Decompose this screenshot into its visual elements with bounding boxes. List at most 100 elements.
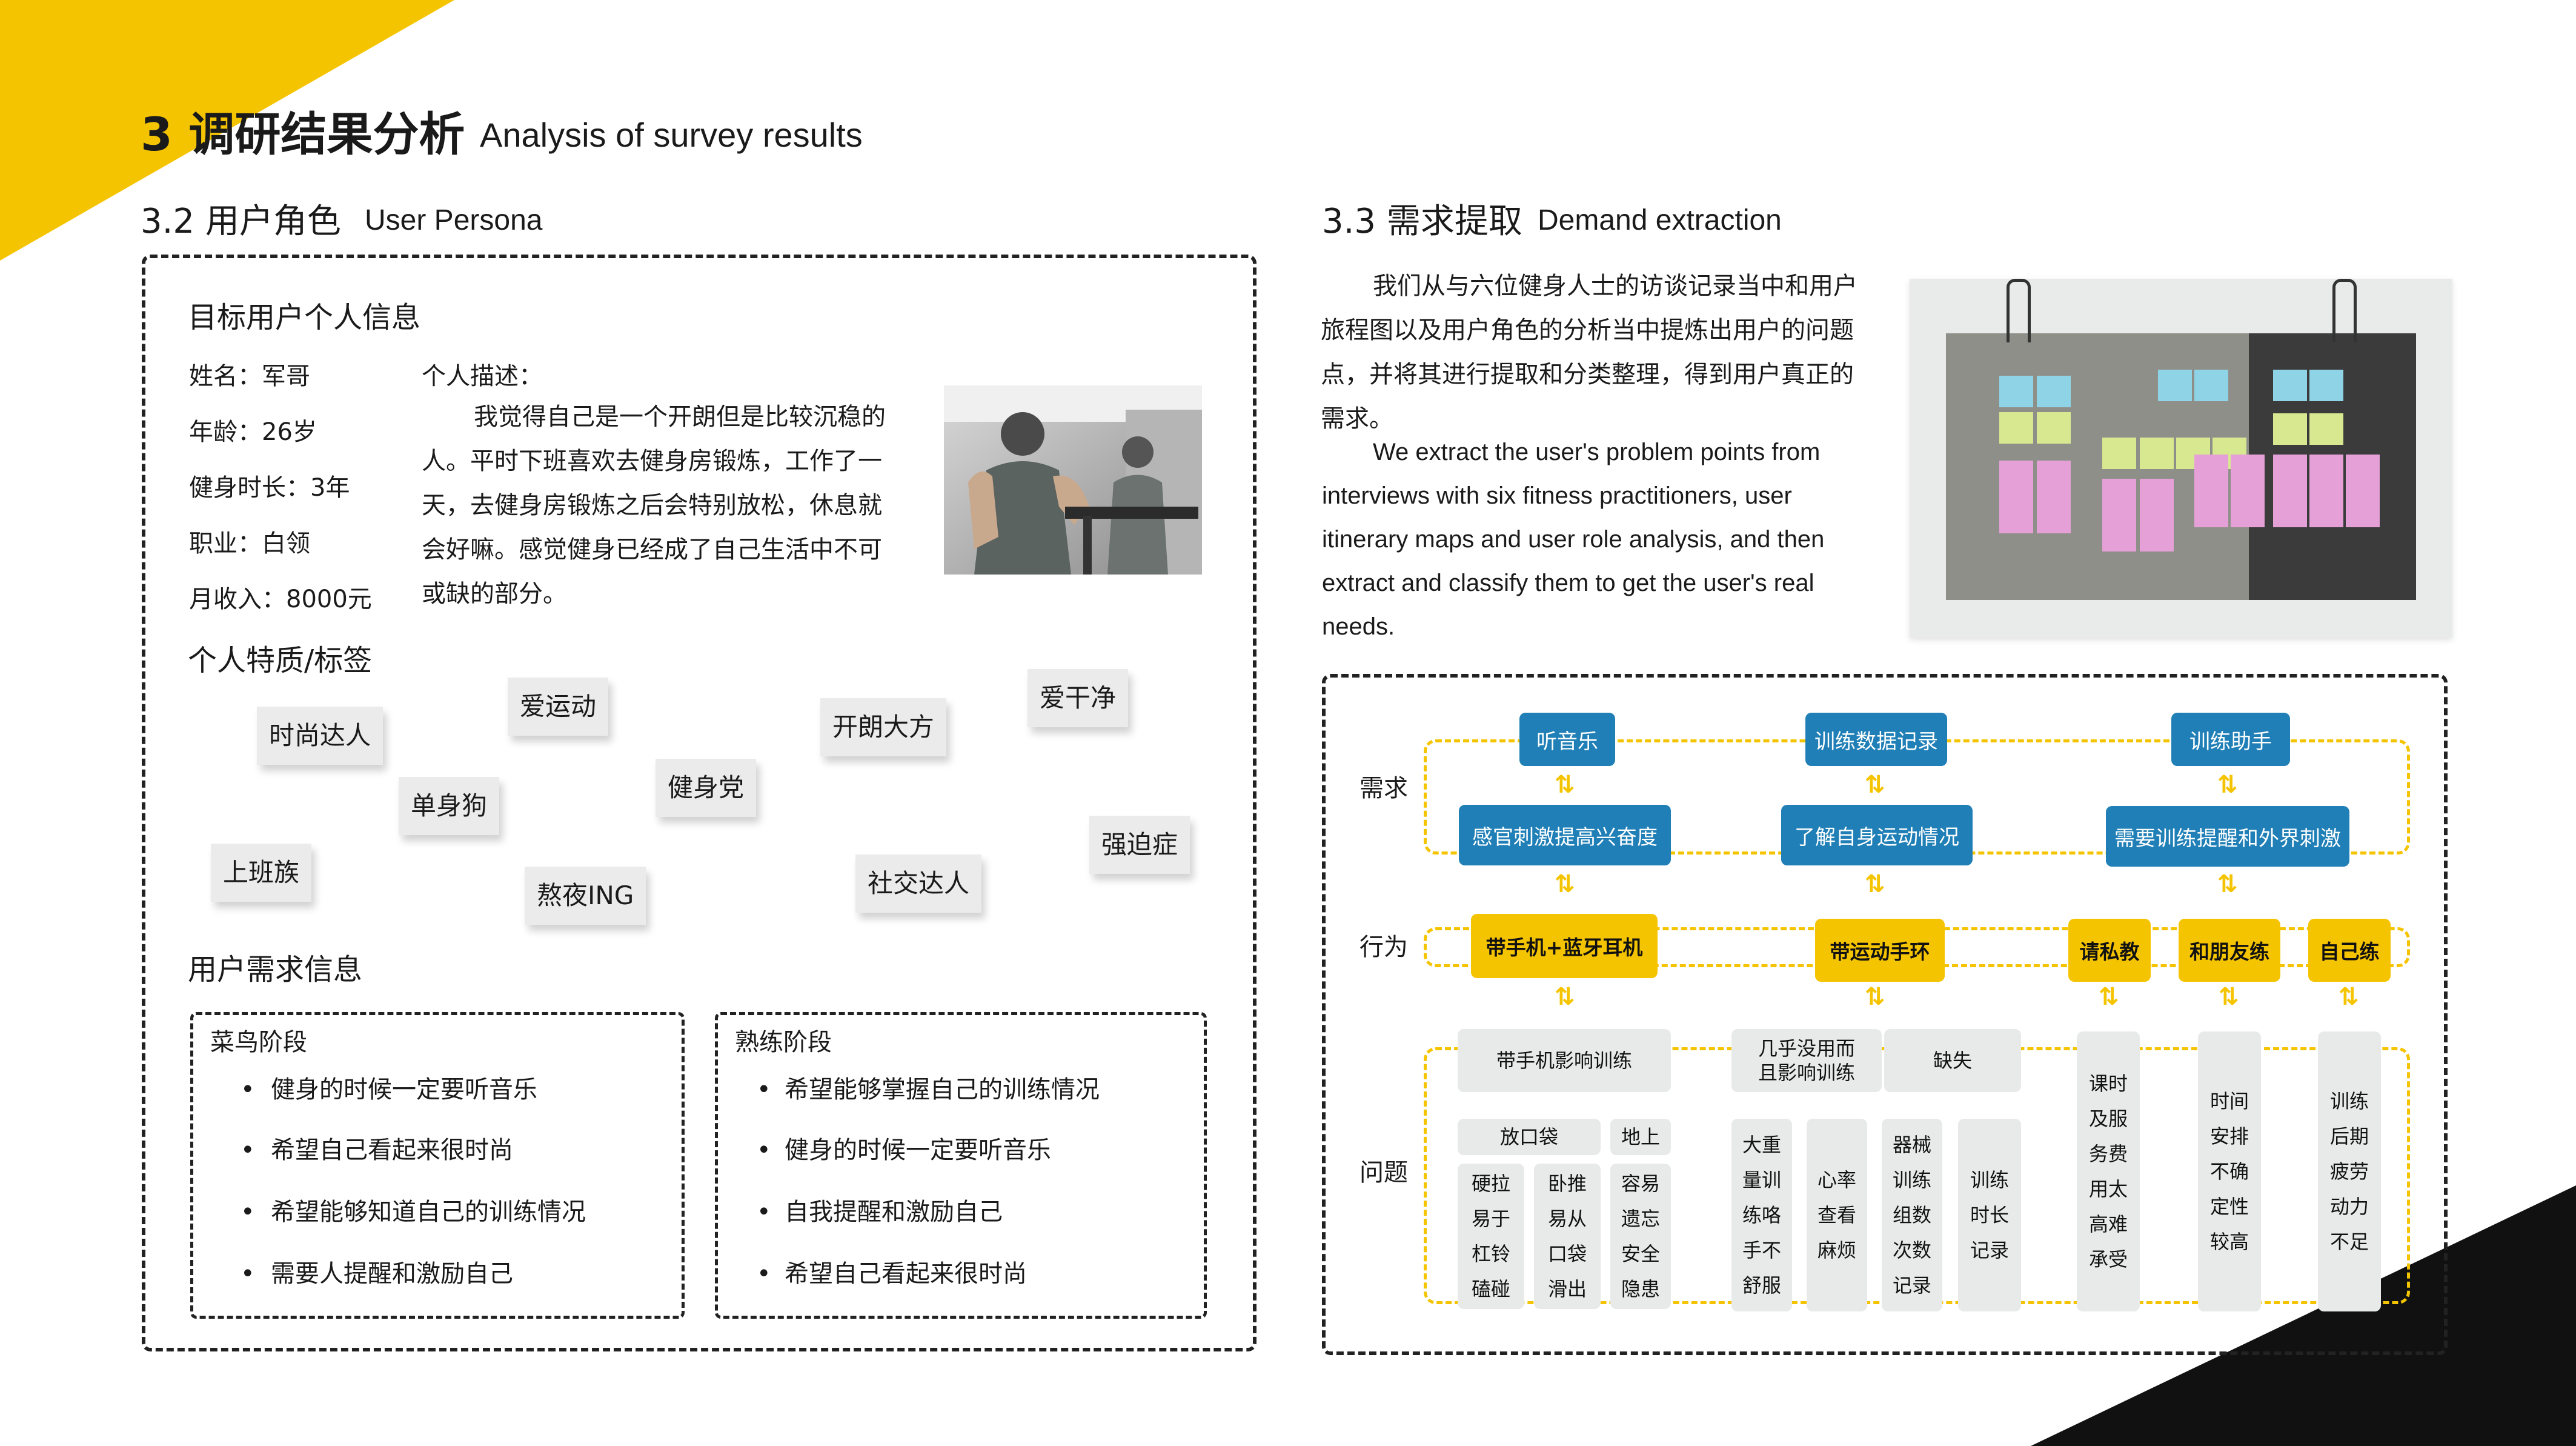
- problem-missing: 缺失: [1884, 1029, 2021, 1092]
- page-title: 3 调研结果分析: [141, 107, 465, 161]
- bullet-dot: •: [241, 1198, 255, 1226]
- need-data-record: 训练数据记录: [1805, 713, 1947, 766]
- row-label-needs: 需求: [1359, 775, 1408, 802]
- item-text: 希望能够掌握自己的训练情况: [785, 1076, 1100, 1104]
- persona-info-heading: 目标用户个人信息: [188, 301, 421, 335]
- problem-sets-record: 器械 训练 组数 次数 记录: [1882, 1119, 1942, 1311]
- problem-schedule: 时间 安排 不确 定性 较高: [2198, 1031, 2261, 1311]
- trait-tag: 上班族: [211, 844, 312, 902]
- problem-phone-affects-training: 带手机影响训练: [1458, 1029, 1671, 1092]
- desc-line: 需求。: [1321, 405, 1393, 433]
- problem-trainer-cost: 课时 及服 务费 用太 高难 承受: [2077, 1031, 2140, 1311]
- updown-arrow-icon: ⇅: [1555, 983, 1575, 1011]
- behavior-friends: 和朋友练: [2179, 919, 2280, 982]
- need-assistant: 训练助手: [2171, 713, 2290, 766]
- problem-heavy-weight: 大重 量训 练咯 手不 舒服: [1731, 1119, 1792, 1311]
- trait-tag: 时尚达人: [257, 707, 383, 765]
- behavior-phone-earphones: 带手机+蓝牙耳机: [1471, 914, 1658, 978]
- demand-description-en: We extract the user's problem points fro…: [1322, 430, 1904, 648]
- demand-section-title-en: Demand extraction: [1538, 204, 1782, 236]
- desc-line: 人。平时下班喜欢去健身房锻炼，工作了一: [422, 447, 882, 475]
- problem-forget: 容易 遗忘 安全 隐患: [1610, 1164, 1671, 1309]
- persona-field-income: 月收入：8000元: [189, 585, 372, 613]
- skilled-stage-title: 熟练阶段: [735, 1028, 832, 1056]
- desc-line: 点，并将其进行提取和分类整理，得到用户真正的: [1321, 361, 1854, 388]
- trait-tag: 单身狗: [399, 777, 500, 835]
- item-text: 希望自己看起来很时尚: [785, 1260, 1027, 1288]
- item-text: 需要人提醒和激励自己: [271, 1260, 513, 1288]
- updown-arrow-icon: ⇅: [1865, 983, 1885, 1011]
- bullet-dot: •: [241, 1076, 255, 1104]
- need-sensory-stimulus: 感官刺激提高兴奋度: [1459, 805, 1671, 865]
- corner-decoration-top-left: [0, 0, 454, 261]
- novice-need-item: • 希望能够知道自己的训练情况: [241, 1192, 586, 1227]
- novice-need-item: • 需要人提醒和激励自己: [241, 1254, 513, 1289]
- need-know-status: 了解自身运动情况: [1781, 805, 1973, 865]
- item-text: 希望能够知道自己的训练情况: [271, 1198, 586, 1226]
- desc-line: 旅程图以及用户角色的分析当中提炼出用户的问题: [1321, 316, 1854, 344]
- persona-panel: [142, 255, 1256, 1351]
- row-label-behavior: 行为: [1359, 933, 1408, 961]
- problem-benchpress: 卧推 易从 口袋 滑出: [1534, 1164, 1601, 1309]
- item-text: 希望自己看起来很时尚: [271, 1136, 513, 1164]
- updown-arrow-icon: ⇅: [1865, 771, 1885, 799]
- desc-line: 或缺的部分。: [422, 580, 567, 608]
- novice-stage-title: 菜鸟阶段: [210, 1028, 307, 1056]
- skilled-need-item: •希望能够掌握自己的训练情况: [757, 1070, 1100, 1105]
- bullet-dot: •: [757, 1198, 771, 1226]
- persona-desc-label: 个人描述：: [422, 362, 543, 390]
- item-text: 健身的时候一定要听音乐: [271, 1076, 537, 1104]
- bullet-dot: •: [241, 1260, 255, 1288]
- problem-deadlift: 硬拉 易于 杠铃 磕碰: [1458, 1164, 1524, 1309]
- trait-tag: 强迫症: [1089, 816, 1190, 874]
- binder-clip-icon: [2007, 279, 2031, 342]
- persona-field-age: 年龄：26岁: [189, 418, 317, 446]
- persona-description: 我觉得自己是一个开朗但是比较沉稳的 人。平时下班喜欢去健身房锻炼，工作了一 天，…: [422, 395, 918, 616]
- trait-tag: 爱干净: [1027, 669, 1129, 727]
- page-title-en: Analysis of survey results: [480, 116, 863, 154]
- desc-line: extract and classify them to get the use…: [1322, 570, 1814, 596]
- demand-section-title: 3.3 需求提取: [1322, 202, 1522, 241]
- persona-photo: [944, 385, 1202, 575]
- trait-tag: 健身党: [656, 759, 757, 817]
- problem-band-useless: 几乎没用而 且影响训练: [1731, 1029, 1882, 1092]
- binder-clip-icon: [2332, 279, 2357, 342]
- bullet-dot: •: [757, 1136, 771, 1164]
- desc-line: 我觉得自己是一个开朗但是比较沉稳的: [474, 403, 886, 431]
- problem-pocket: 放口袋: [1458, 1119, 1601, 1155]
- desc-line: 会好嘛。感觉健身已经成了自己生活中不可: [422, 536, 882, 564]
- row-label-problems: 问题: [1359, 1159, 1408, 1187]
- demand-description-cn: 我们从与六位健身人士的访谈记录当中和用户 旅程图以及用户角色的分析当中提炼出用户…: [1321, 264, 1890, 441]
- problem-floor: 地上: [1610, 1119, 1671, 1155]
- behavior-band: 带运动手环: [1815, 919, 1945, 982]
- item-text: 健身的时候一定要听音乐: [785, 1136, 1051, 1164]
- updown-arrow-icon: ⇅: [1555, 870, 1575, 898]
- novice-need-item: • 希望自己看起来很时尚: [241, 1130, 513, 1165]
- trait-tag: 爱运动: [508, 678, 609, 736]
- sticky-notes-photo: [1910, 279, 2452, 638]
- skilled-need-item: •希望自己看起来很时尚: [757, 1254, 1027, 1289]
- updown-arrow-icon: ⇅: [1865, 870, 1885, 898]
- updown-arrow-icon: ⇅: [2339, 983, 2359, 1011]
- desc-line: needs.: [1322, 613, 1395, 640]
- item-text: 自我提醒和激励自己: [785, 1198, 1003, 1226]
- skilled-stage-box: 熟练阶段 •希望能够掌握自己的训练情况 • 健身的时候一定要听音乐 • 自我提醒和激…: [715, 1012, 1207, 1319]
- bullet-dot: •: [241, 1136, 255, 1164]
- trait-tag: 社交达人: [855, 855, 982, 913]
- demand-diagram-panel: [1322, 674, 2448, 1355]
- persona-field-job: 职业：白领: [189, 530, 310, 558]
- problem-fatigue: 训练 后期 疲劳 动力 不足: [2318, 1031, 2381, 1311]
- trait-tag: 熬夜ING: [525, 867, 646, 925]
- persona-traits-heading: 个人特质/标签: [188, 644, 373, 678]
- novice-need-item: • 健身的时候一定要听音乐: [241, 1070, 537, 1105]
- desc-line: 我们从与六位健身人士的访谈记录当中和用户: [1373, 272, 1857, 300]
- persona-field-years: 健身时长：3年: [189, 474, 350, 502]
- persona-section-title-en: User Persona: [365, 204, 543, 236]
- persona-field-name: 姓名：军哥: [189, 362, 310, 390]
- desc-line: interviews with six fitness practitioner…: [1322, 482, 1792, 509]
- behavior-self: 自己练: [2308, 919, 2391, 982]
- updown-arrow-icon: ⇅: [2099, 983, 2119, 1011]
- desc-line: itinerary maps and user role analysis, a…: [1322, 526, 1825, 553]
- need-reminder: 需要训练提醒和外界刺激: [2106, 806, 2349, 867]
- skilled-need-item: • 自我提醒和激励自己: [757, 1192, 1003, 1227]
